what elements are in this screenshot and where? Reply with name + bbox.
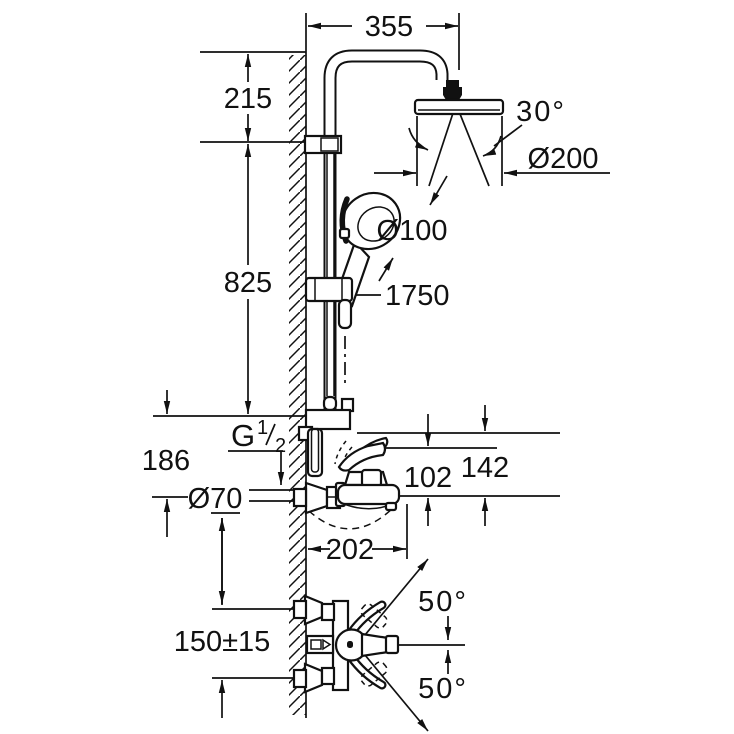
dim-50-top-label: 50°	[418, 586, 468, 618]
hose-nut	[446, 80, 459, 87]
spout-outlet	[384, 501, 398, 512]
dim-head-swivel: 30°	[408, 96, 566, 157]
hose-end	[337, 298, 353, 330]
dim-50-bottom-label: 50°	[418, 673, 468, 705]
dim-825-label: 825	[224, 267, 272, 299]
dim-202-label: 202	[326, 534, 374, 566]
bath-mixer-front	[292, 436, 401, 530]
rail-slider	[304, 276, 354, 303]
thread-denominator: 2	[275, 435, 286, 457]
hand-shower	[304, 191, 402, 384]
dim-arm-projection: 355	[308, 11, 460, 70]
mixer-body-spout	[336, 483, 401, 506]
shower-head	[413, 98, 505, 116]
lever-ghost-up	[360, 603, 388, 629]
dim-mixer-heights: 102 142	[357, 405, 560, 526]
dim-outlet-offset: 186	[142, 390, 190, 537]
dim-200-label: Ø200	[528, 143, 599, 175]
bath-mixer-top-view	[292, 558, 465, 732]
rail-bottom-tee	[304, 408, 352, 431]
thread-g-label: G	[231, 418, 255, 453]
dim-escutcheon-diameter: Ø70	[188, 483, 296, 605]
dim-connection-centers: 150±15	[174, 608, 295, 718]
head-tilt-lines	[428, 103, 490, 187]
supply-cone-top	[303, 594, 324, 626]
ball-joint	[443, 87, 462, 95]
dim-hose-length: 1750	[356, 280, 450, 312]
mixer-lever	[337, 441, 387, 472]
spray-button	[338, 227, 351, 240]
dim-1750-label: 1750	[385, 280, 450, 312]
lever-ghost-down	[360, 661, 388, 687]
dim-spout-projection: 202	[308, 504, 408, 566]
reference-lines	[153, 51, 306, 417]
rail-fittings	[297, 134, 355, 478]
thread-numerator: 1	[257, 417, 268, 439]
spout-swivel-arc	[308, 505, 396, 530]
supply-cone-bottom	[303, 662, 324, 694]
lever-top-view	[360, 632, 390, 658]
dim-rail-heights: 215 825	[224, 54, 272, 414]
connection-nipple	[306, 427, 324, 478]
wall-nut	[292, 487, 308, 508]
dim-150-label: 150±15	[174, 626, 271, 658]
rail-top-bracket	[303, 134, 343, 155]
shower-arm-and-rail	[323, 49, 449, 411]
dim-swivel-angles: 50° 50°	[418, 586, 468, 705]
dim-70-label: Ø70	[188, 483, 243, 515]
dim-142-label: 142	[461, 452, 509, 484]
head-shower	[413, 80, 505, 116]
swivel-line-up	[359, 558, 429, 642]
rail-rod-cap	[322, 395, 338, 412]
dim-head-diameter: Ø200	[374, 116, 610, 186]
diverter-knob	[360, 468, 383, 488]
wall-hatching	[289, 55, 306, 715]
dim-186-label: 186	[142, 445, 190, 477]
dim-hand-shower-diameter: Ø100	[377, 175, 448, 282]
dim-102-label: 102	[404, 462, 452, 494]
escutcheon	[304, 481, 329, 515]
dim-thread: G 1 2	[228, 417, 286, 485]
swivel-line-down	[359, 648, 429, 732]
dim-215-label: 215	[224, 83, 272, 115]
dim-30deg-label: 30°	[516, 96, 566, 128]
dim-100-label: Ø100	[377, 215, 448, 247]
dim-355-label: 355	[365, 11, 413, 43]
